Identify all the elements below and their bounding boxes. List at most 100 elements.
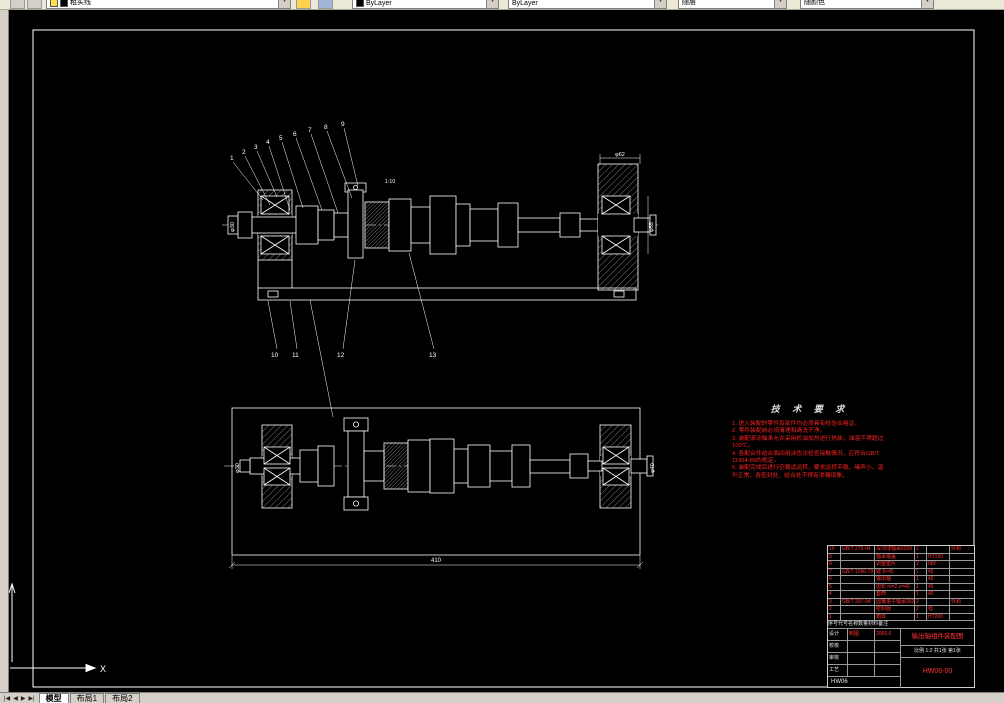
bom-no: 4 xyxy=(828,591,841,598)
ucs-icon: X xyxy=(8,582,106,674)
plotstyle-combo-value: 随颜色 xyxy=(804,0,825,6)
bom-material: 45 xyxy=(927,591,950,598)
layer-tool-icon[interactable] xyxy=(10,0,25,9)
bom-header-cell: 名称 xyxy=(848,621,859,627)
signature-row: 校核 xyxy=(828,641,900,653)
bom-no: 1 xyxy=(828,613,841,620)
bom-qty: 1 xyxy=(915,553,927,560)
tab-nav-arrow-icon[interactable]: |◀ xyxy=(4,696,11,702)
svg-text:3: 3 xyxy=(254,144,258,151)
signature-name xyxy=(848,653,875,664)
layer-states-icon[interactable] xyxy=(27,0,42,9)
layer-visibility-icon[interactable] xyxy=(50,0,58,7)
bom-header-cell: 代号 xyxy=(838,621,849,627)
svg-text:6: 6 xyxy=(293,131,297,138)
drawing-number: HW06-00 xyxy=(922,668,953,675)
svg-text:φ30: φ30 xyxy=(235,463,241,473)
svg-text:9: 9 xyxy=(341,121,345,128)
bom-no: 10 xyxy=(828,546,841,553)
bom-note xyxy=(950,584,974,591)
table-row: 5 齿轮 m=2 z=40 1 45 xyxy=(828,583,974,591)
table-row: 7 GB/T 1096-79 键 8×45 1 45 xyxy=(828,568,974,576)
svg-text:13: 13 xyxy=(429,352,437,359)
bom-qty: 1 xyxy=(915,613,927,620)
linetype-combo[interactable]: ByLayer ▼ xyxy=(508,0,667,9)
signature-name xyxy=(848,665,875,676)
bom-rows: 10 GB/T 276-94 深沟球轴承6206 2 外购 9 轴承端盖 1 H… xyxy=(828,546,974,621)
chevron-down-icon[interactable]: ▼ xyxy=(278,0,290,8)
lineweight-combo-value: 随层 xyxy=(682,0,696,6)
chevron-down-icon[interactable]: ▼ xyxy=(654,0,666,8)
bom-material: 毡 xyxy=(927,606,950,613)
tab-nav-arrow-icon[interactable]: ▶| xyxy=(28,696,35,702)
chevron-down-icon[interactable]: ▼ xyxy=(774,0,786,8)
bom-name: 键 8×45 xyxy=(875,568,915,575)
layer-previous-icon[interactable] xyxy=(318,0,333,9)
svg-text:5: 5 xyxy=(279,135,283,142)
linetype-combo-value: ByLayer xyxy=(512,0,538,7)
signature-label: 审核 xyxy=(828,653,848,664)
tech-req-item: 1. 进入装配的零件及部件均必须具有检验合格证。 xyxy=(732,421,861,427)
bom-qty: 2 xyxy=(915,546,927,553)
svg-text:φ62: φ62 xyxy=(615,152,625,158)
make-object-layer-icon[interactable] xyxy=(296,0,311,9)
bom-note: 外购 xyxy=(951,598,962,605)
bom-code xyxy=(841,583,875,590)
bom-code: GB/T 1096-79 xyxy=(842,568,875,575)
top-view xyxy=(222,127,658,418)
chevron-down-icon[interactable]: ▼ xyxy=(486,0,498,8)
layout-tab[interactable]: 布局1 xyxy=(69,693,105,703)
bom-note xyxy=(950,606,974,613)
bom-note xyxy=(950,554,974,561)
bom-code: GB/T 276-94 xyxy=(841,546,875,553)
bom-table: 10 GB/T 276-94 深沟球轴承6206 2 外购 9 轴承端盖 1 H… xyxy=(828,546,974,629)
tab-nav-arrow-icon[interactable]: ◀ xyxy=(13,696,18,702)
bom-material: 08F xyxy=(927,561,950,568)
chevron-down-icon[interactable]: ▼ xyxy=(921,0,933,8)
signature-date xyxy=(875,641,900,652)
bom-no: 5 xyxy=(828,583,841,590)
tech-req-item: 5. 装配完成后进行空载试运转，要求运转平稳、噪声小、温升正常，各密封处、结合处… xyxy=(732,465,884,479)
bom-material: 45 xyxy=(927,576,950,583)
signature-label: 校核 xyxy=(828,641,848,652)
layer-combo[interactable]: 粗实线 ▼ xyxy=(46,0,291,9)
lineweight-combo[interactable]: 随层 ▼ xyxy=(678,0,787,9)
bom-qty: 1 xyxy=(915,583,927,590)
svg-text:11: 11 xyxy=(292,352,299,359)
bom-code xyxy=(841,591,875,598)
table-row: 4 套筒 1 45 xyxy=(828,591,974,599)
bom-no: 3 xyxy=(828,598,841,605)
bom-code xyxy=(841,613,875,620)
layout-tab[interactable]: 布局2 xyxy=(105,693,140,703)
color-swatch xyxy=(356,0,364,7)
svg-text:2: 2 xyxy=(242,149,246,156)
sheet-info: 共1张 第1张 xyxy=(933,648,961,654)
bom-name: 轴承端盖 xyxy=(875,553,915,560)
table-row: 3 GB/T 297-94 圆锥滚子轴承30206 2 外购 xyxy=(828,598,974,606)
bom-name: 输出轴 xyxy=(875,576,915,583)
signature-label: 工艺 xyxy=(828,665,848,676)
color-combo[interactable]: ByLayer ▼ xyxy=(352,0,499,9)
svg-text:1: 1 xyxy=(230,155,234,162)
tab-nav-arrow-icon[interactable]: ▶ xyxy=(20,696,26,702)
bom-name: 调整垫片 xyxy=(875,561,915,568)
layout-tab[interactable]: 模型 xyxy=(38,693,69,703)
layer-combo-value: 粗实线 xyxy=(70,0,91,6)
bom-name: 密封圈 xyxy=(875,606,915,613)
bom-note xyxy=(950,569,974,576)
table-row: 9 轴承端盖 1 HT150 xyxy=(828,553,974,561)
bom-header-row: 序号代号名称数量材料备注 xyxy=(828,621,974,629)
properties-toolbar: 粗实线 ▼ ByLayer ▼ ByLayer ▼ 随层 ▼ 随颜色 ▼ xyxy=(0,0,1004,10)
bom-no: 2 xyxy=(828,606,841,613)
bom-material xyxy=(927,546,950,553)
svg-text:X: X xyxy=(100,664,106,674)
signature-row: 设计 制图 2006.6 xyxy=(828,629,900,641)
bom-name: 齿轮 m=2 z=40 xyxy=(875,583,915,590)
bom-note xyxy=(950,591,974,598)
signature-area: 设计 制图 2006.6 校核 审核 工艺 xyxy=(828,629,901,688)
bom-no: 6 xyxy=(828,576,841,583)
plotstyle-combo[interactable]: 随颜色 ▼ xyxy=(800,0,934,9)
